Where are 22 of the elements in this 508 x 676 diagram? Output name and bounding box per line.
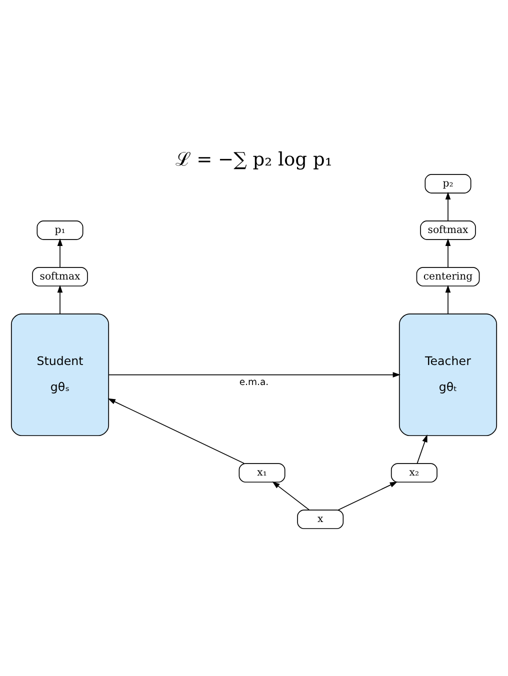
arrow: [57, 238, 63, 268]
node-box: p₂: [424, 174, 472, 194]
arrow: [416, 434, 428, 464]
node-box: p₁: [36, 220, 84, 240]
node-box: x₂: [390, 463, 438, 483]
arrow: [445, 238, 451, 268]
diagram-title: ℒ = −∑ p₂ log p₁: [176, 150, 332, 171]
arrow: [108, 398, 245, 464]
arrow: [108, 372, 400, 378]
arrow: [445, 284, 451, 314]
node-box: x₁: [238, 463, 286, 483]
arrow: [57, 284, 63, 314]
arrow: [445, 192, 451, 222]
edge-label: e.m.a.: [239, 376, 269, 388]
node-box: Teacher gθₜ: [398, 313, 498, 436]
node-box: softmax: [420, 220, 476, 240]
arrow: [338, 482, 398, 510]
node-box: centering: [416, 267, 480, 286]
node-box: Student gθₛ: [10, 313, 110, 436]
node-box: softmax: [32, 267, 88, 286]
arrow: [272, 482, 310, 510]
node-box: x: [297, 510, 344, 530]
